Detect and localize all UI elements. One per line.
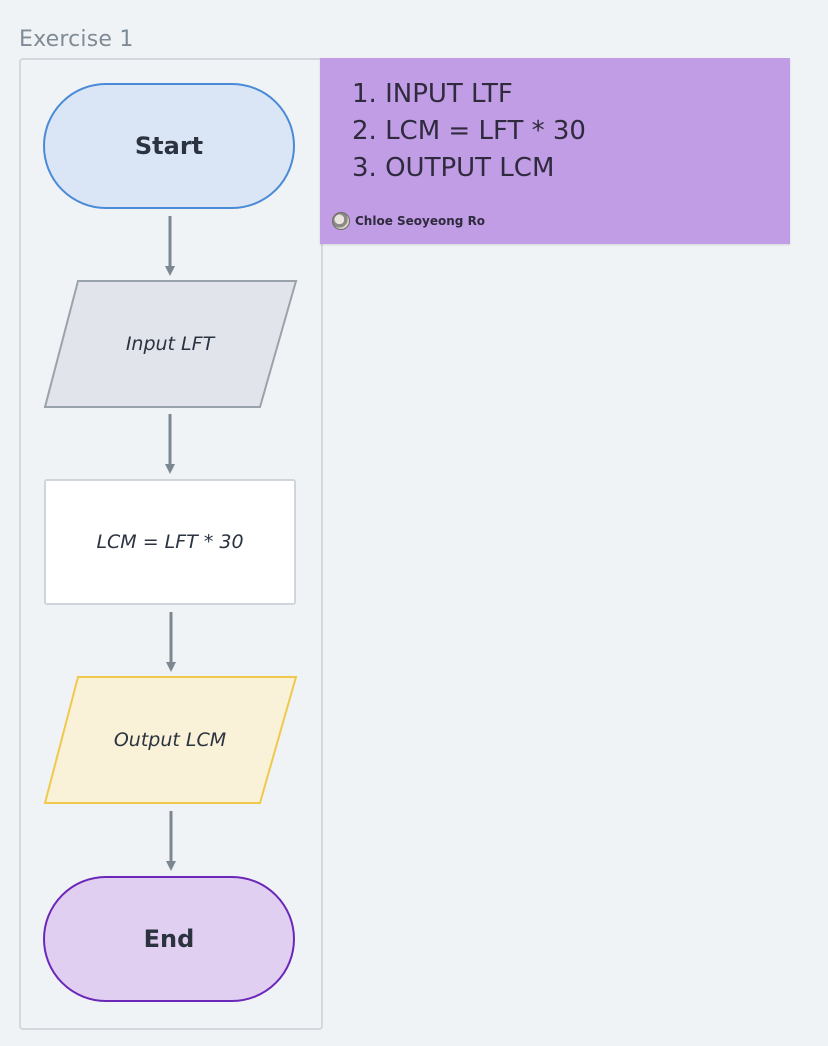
avatar [332, 212, 350, 230]
input-node-label[interactable]: Input LFT [125, 333, 215, 355]
author-name: Chloe Seoyeong Ro [355, 214, 486, 228]
input-shape[interactable] [43, 280, 298, 408]
sticky-line-1: 1. INPUT LTF [352, 79, 513, 109]
start-node[interactable]: Start [43, 83, 295, 209]
end-node[interactable]: End [43, 876, 295, 1002]
sticky-line-2: 2. LCM = LFT * 30 [352, 116, 586, 146]
output-shape[interactable] [43, 676, 298, 804]
frame-title[interactable]: Exercise 1 [19, 27, 134, 52]
sticky-author: Chloe Seoyeong Ro [332, 212, 485, 230]
output-node-label[interactable]: Output LCM [113, 729, 227, 751]
sticky-line-3: 3. OUTPUT LCM [352, 153, 555, 183]
sticky-note-lines: 1. INPUT LTF 2. LCM = LFT * 30 3. OUTPUT… [352, 76, 586, 187]
process-node[interactable]: LCM = LFT * 30 [44, 479, 296, 605]
sticky-note[interactable]: 1. INPUT LTF 2. LCM = LFT * 30 3. OUTPUT… [320, 58, 790, 244]
